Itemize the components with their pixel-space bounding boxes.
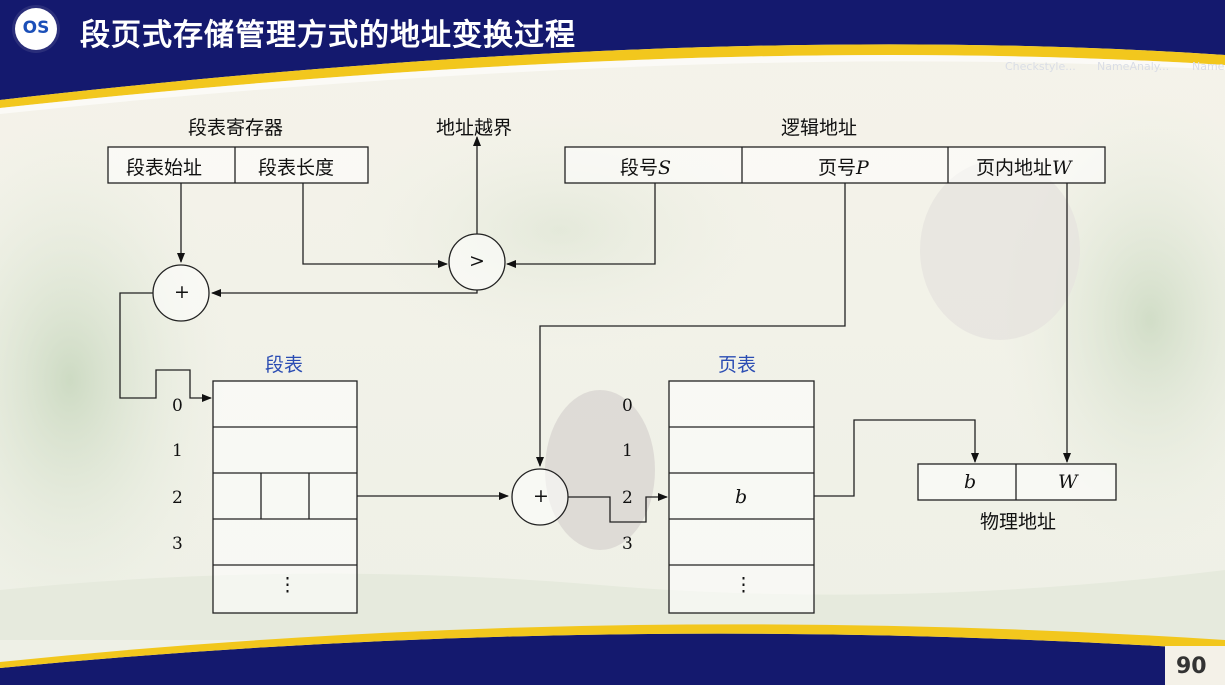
desktop-icon-label: Checkstyle...: [1005, 60, 1076, 73]
segment-index: 2: [172, 488, 183, 508]
segment-table-ellipsis: ⋮: [278, 574, 297, 596]
physical-block-value: b: [964, 471, 977, 493]
page-table-box: [668, 380, 815, 614]
page-table-block-value: b: [735, 486, 748, 508]
page-offset-label: 页内地址W: [976, 157, 1072, 179]
out-of-bounds-label: 地址越界: [436, 117, 513, 139]
arrow-adder-to-segment-table: [119, 292, 212, 402]
segment-table-register-box: [107, 146, 369, 184]
arrow-length-to-compare: [302, 183, 448, 268]
adder-symbol: +: [174, 281, 190, 303]
page-index: 1: [622, 441, 633, 461]
page-number: 90: [1176, 654, 1207, 679]
segment-table-length-label: 段表长度: [258, 157, 335, 179]
desktop-icon-label: NameAnaly...: [1097, 60, 1170, 73]
segment-index: 1: [172, 441, 183, 461]
os-logo-text: OS: [22, 18, 50, 38]
segment-number-label: 段号S: [620, 157, 672, 179]
page-table-ellipsis: ⋮: [734, 574, 753, 596]
physical-address-box: [917, 463, 1117, 501]
page-index: 0: [622, 396, 633, 416]
compare-symbol: >: [469, 250, 485, 272]
page-index: 2: [622, 488, 633, 508]
segment-table-title: 段表: [265, 354, 304, 376]
page-table-title: 页表: [718, 354, 757, 376]
physical-address-title: 物理地址: [980, 511, 1057, 533]
arrow-segno-to-compare: [506, 183, 656, 268]
page-number-label: 页号P: [818, 157, 869, 179]
logical-address-box: [564, 146, 1106, 184]
arrow-compare-to-adder: [211, 289, 478, 297]
logical-address-title: 逻辑地址: [781, 117, 858, 139]
os-logo: [15, 8, 57, 50]
segment-index: 0: [172, 396, 183, 416]
slide-title: 段页式存储管理方式的地址变换过程: [80, 18, 576, 53]
physical-offset-value: W: [1058, 471, 1078, 493]
arrow-pageno-to-adder: [536, 183, 846, 467]
segment-table-box: [212, 380, 358, 614]
desktop-icon-label: Name: [1192, 60, 1225, 73]
page-index: 3: [622, 534, 633, 554]
arrow-block-to-physical: [814, 419, 979, 497]
segment-table-register-title: 段表寄存器: [188, 117, 284, 139]
segment-index: 3: [172, 534, 183, 554]
segment-table-start-label: 段表始址: [126, 157, 203, 179]
arrow-adder-to-page-table: [568, 493, 668, 523]
adder-symbol: +: [533, 485, 549, 507]
